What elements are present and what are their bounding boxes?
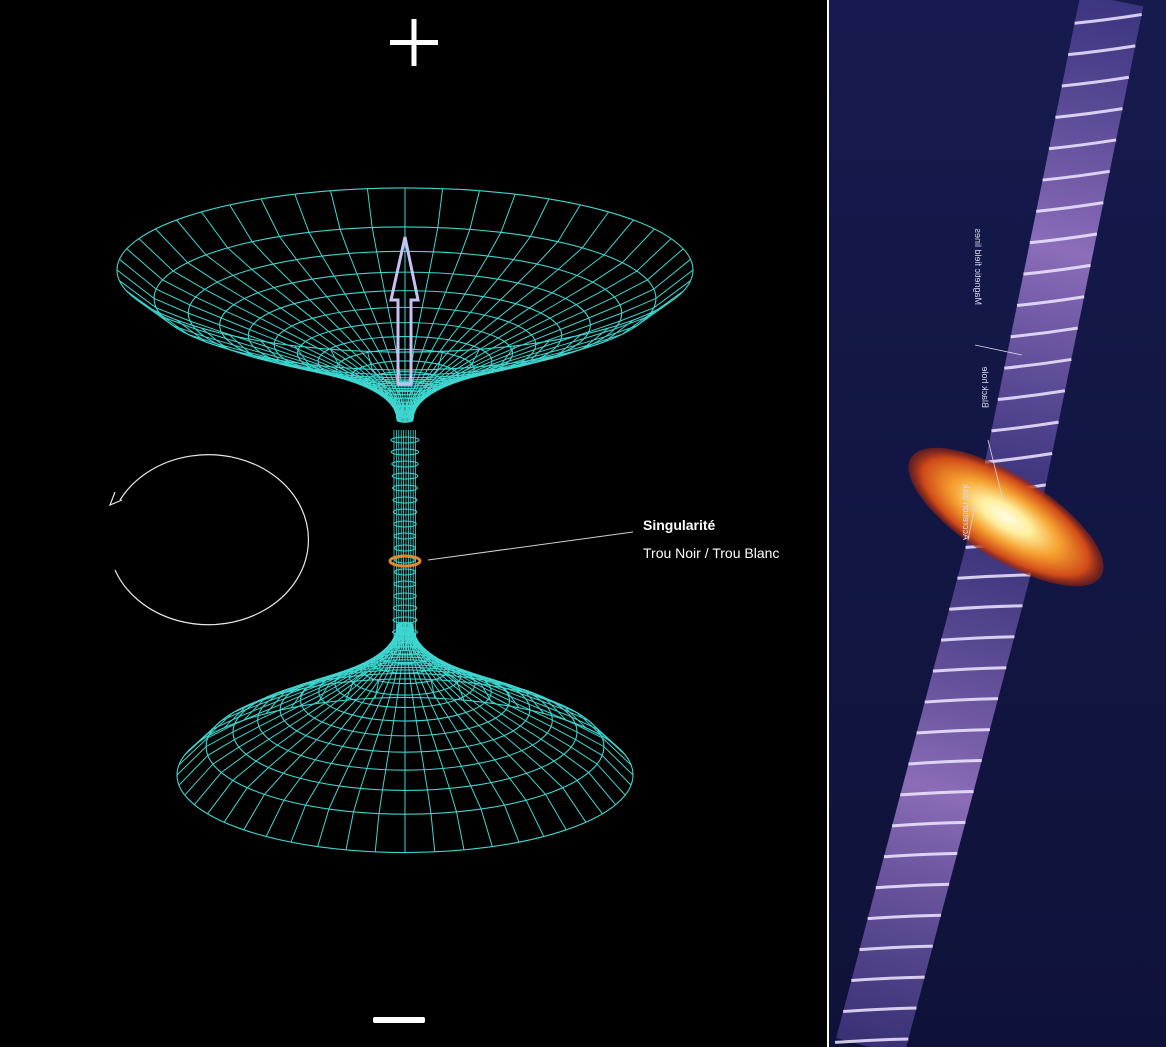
upper-funnel-radial-39 bbox=[407, 194, 516, 418]
lower-jet-stripe bbox=[834, 1037, 909, 1044]
lower-funnel-radial-15 bbox=[317, 627, 403, 847]
field-lines-pointer bbox=[974, 344, 1023, 356]
lower-jet-stripe bbox=[900, 789, 974, 797]
throat-ring-1 bbox=[390, 448, 420, 456]
rotation-arrow-icon bbox=[114, 454, 310, 626]
label-black-hole: Black hole bbox=[980, 366, 990, 408]
upper-funnel-radial-8 bbox=[408, 340, 550, 423]
upper-jet-stripe bbox=[1016, 295, 1085, 307]
lower-jet-stripe bbox=[940, 635, 1015, 642]
up-arrow-icon bbox=[389, 236, 420, 386]
upper-funnel-radial-44 bbox=[411, 228, 655, 419]
upper-funnel-radial-32 bbox=[260, 198, 402, 419]
throat-ring-4 bbox=[392, 484, 418, 492]
upper-funnel-radial-29 bbox=[176, 219, 400, 419]
lower-jet-stripe bbox=[924, 697, 999, 704]
upper-jet-stripe bbox=[1010, 326, 1078, 339]
upper-funnel-radial-37 bbox=[405, 188, 444, 418]
upper-jet-stripe bbox=[984, 452, 1053, 464]
upper-jet-stripe bbox=[1074, 13, 1142, 25]
upper-funnel-radial-26 bbox=[126, 248, 398, 420]
upper-jet-stripe bbox=[1055, 107, 1123, 119]
disk-pointer bbox=[967, 504, 976, 541]
upper-jet-stripe bbox=[1023, 263, 1091, 276]
lower-jet-stripe bbox=[843, 1006, 917, 1013]
upper-funnel-radial-34 bbox=[330, 190, 404, 418]
lower-jet-stripe bbox=[883, 851, 958, 859]
upper-jet-stripe bbox=[1048, 138, 1117, 151]
upper-funnel-radial-47 bbox=[412, 258, 691, 420]
lower-funnel-radial-5 bbox=[410, 626, 587, 823]
lower-funnel-radial-47 bbox=[412, 624, 632, 766]
upper-jet-stripe bbox=[991, 420, 1059, 433]
rotation-arrowhead-icon bbox=[108, 491, 123, 507]
upper-funnel-radial-40 bbox=[408, 198, 550, 419]
plus-sign-icon bbox=[390, 19, 438, 66]
lower-jet-stripe bbox=[867, 913, 941, 921]
lower-jet-stripe bbox=[851, 975, 925, 983]
upper-funnel-radial-27 bbox=[138, 238, 399, 420]
throat-ring-0 bbox=[390, 436, 420, 444]
throat-ring-6 bbox=[392, 508, 418, 516]
lower-jet-stripe bbox=[916, 728, 990, 735]
upper-funnel-radial-31 bbox=[229, 204, 401, 419]
upper-funnel-radial-42 bbox=[410, 211, 610, 419]
lower-funnel-radial-9 bbox=[407, 627, 493, 847]
upper-jet-stripe bbox=[1036, 201, 1104, 213]
upper-jet-stripe bbox=[997, 389, 1066, 402]
lower-jet bbox=[834, 526, 1039, 1047]
upper-funnel-radial-41 bbox=[409, 204, 581, 419]
throat-ring-14 bbox=[392, 604, 418, 612]
wormhole-mesh bbox=[116, 187, 694, 854]
lower-jet-stripe bbox=[932, 666, 1007, 673]
lower-funnel-radial-31 bbox=[265, 622, 401, 714]
upper-funnel-radial-33 bbox=[294, 194, 403, 418]
minus-sign-icon bbox=[373, 1017, 425, 1023]
label-magnetic-field-lines: Magnetic field lines bbox=[973, 228, 983, 305]
accretion-disk bbox=[908, 447, 1104, 587]
upper-jet-stripe bbox=[1068, 44, 1136, 57]
upper-funnel-radial-43 bbox=[410, 219, 634, 419]
throat-ring-5 bbox=[392, 496, 418, 504]
upper-jet-stripe bbox=[1042, 169, 1110, 182]
lower-jet-stripe bbox=[892, 820, 966, 828]
lower-jet-stripe bbox=[957, 573, 1031, 580]
upper-funnel-radial-46 bbox=[412, 248, 684, 420]
lower-jet-stripe bbox=[875, 882, 950, 890]
lower-funnel-radial-34 bbox=[345, 622, 404, 701]
right-panel: Magnetic field lines Black hole Accretio… bbox=[829, 0, 1166, 1047]
lower-funnel-radial-19 bbox=[223, 626, 400, 823]
panel-divider bbox=[827, 0, 829, 1047]
lower-jet-stripe bbox=[908, 759, 982, 766]
upper-jet-stripe bbox=[1004, 357, 1072, 370]
lower-funnel-radial-8 bbox=[408, 627, 520, 843]
singularity-leader-line bbox=[427, 531, 634, 561]
lower-funnel-radial-33 bbox=[317, 622, 403, 704]
singularity-title: Singularité bbox=[643, 517, 716, 533]
upper-funnel-radial-28 bbox=[155, 228, 399, 419]
lower-funnel-radial-11 bbox=[405, 627, 436, 852]
singularity-ring bbox=[388, 554, 422, 568]
upper-jet-stripe bbox=[1029, 232, 1098, 245]
lower-jet-stripe bbox=[859, 944, 933, 952]
label-accretion-disk: Accretion disk bbox=[961, 483, 971, 540]
polar-jets bbox=[834, 0, 1144, 1047]
upper-funnel-radial-30 bbox=[200, 211, 400, 419]
upper-funnel-radial-25 bbox=[119, 258, 398, 420]
singularity-subtitle: Trou Noir / Trou Blanc bbox=[643, 545, 779, 561]
upper-funnel-radial-38 bbox=[406, 190, 480, 418]
lower-funnel-radial-37 bbox=[405, 622, 436, 699]
upper-funnel-radial-35 bbox=[366, 188, 405, 418]
upper-jet-stripe bbox=[1061, 75, 1130, 88]
throat-ring-3 bbox=[391, 472, 419, 480]
upper-funnel-radial-45 bbox=[411, 238, 672, 420]
lower-jet-stripe bbox=[949, 604, 1023, 611]
black-hole-pointer bbox=[987, 439, 1004, 501]
throat-ring-2 bbox=[391, 460, 419, 468]
